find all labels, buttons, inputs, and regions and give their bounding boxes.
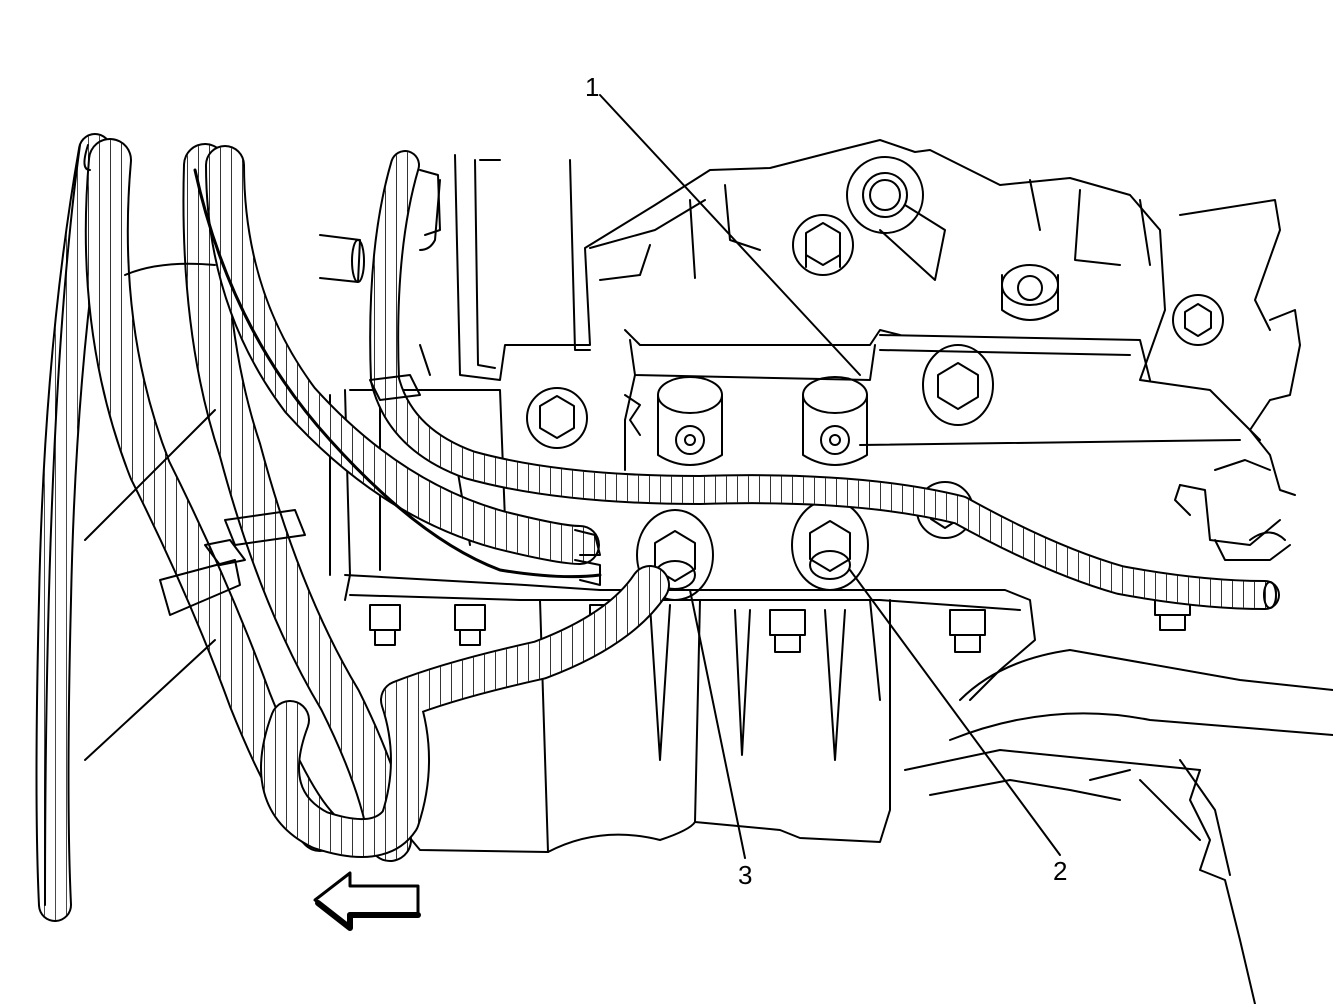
forward-arrow-icon <box>313 871 421 931</box>
engine-block <box>264 139 1333 1004</box>
bolt-callout-2 <box>791 499 869 591</box>
wiring-harness <box>35 133 1280 922</box>
hex-bolts <box>526 156 1224 601</box>
callout-label-2: 2 <box>1053 856 1068 886</box>
callout-label-3: 3 <box>738 860 753 890</box>
leader-lines <box>84 94 1061 859</box>
callout-label-1: 1 <box>585 72 600 102</box>
